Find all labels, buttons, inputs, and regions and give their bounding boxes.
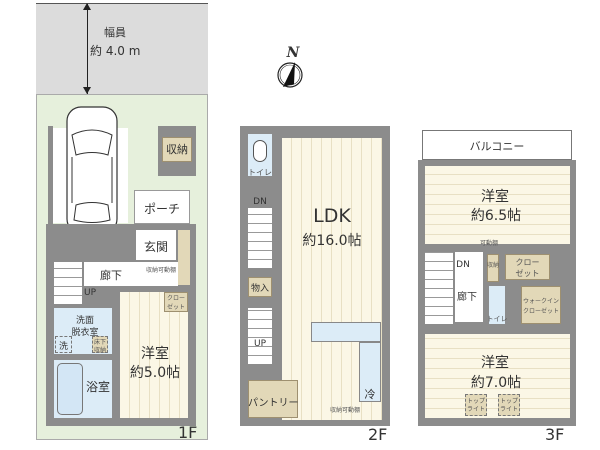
western-room-1f-size: 約5.0帖: [129, 365, 181, 381]
toplight-2-label: トップライト: [499, 398, 518, 413]
floor-label-1f: 1F: [178, 423, 198, 442]
road-width-arrow: [87, 4, 88, 94]
wic-label-1: ウォークイン: [522, 298, 559, 305]
toilet-3f-label: トイレ: [486, 315, 508, 323]
road-area: [36, 3, 208, 95]
adjustable-shelf-3f-label: 可動棚: [479, 240, 498, 247]
storage-3f: [487, 254, 499, 282]
fence-left: [48, 126, 53, 276]
stairs-2f-dn: [248, 208, 272, 268]
western-room-1f: [120, 292, 188, 418]
floor-label-2f: 2F: [368, 425, 388, 444]
stairs-2f-up-label: UP: [253, 339, 266, 349]
storage-3f-label: 収納: [487, 262, 500, 269]
wic-label-2: クローゼット: [522, 308, 559, 315]
western-room-1f-label: 洋室: [141, 346, 169, 362]
balcony: [422, 130, 572, 160]
fridge-label: 冷: [364, 388, 376, 401]
western-room-3f-a-label: 洋室: [481, 189, 509, 205]
closet-1f: [164, 292, 188, 312]
stairs-3f-dn-label: DN: [456, 260, 470, 270]
hallway-3f-label: 廊下: [457, 292, 477, 303]
closet-1f-label-1: クロー: [166, 295, 185, 302]
entrance-label: 玄関: [143, 240, 168, 254]
washer-space: [55, 336, 72, 353]
stairs-1f: [54, 262, 82, 304]
kitchen-counter: [311, 322, 381, 342]
walk-in-closet: [521, 286, 561, 324]
floor-label-3f: 3F: [545, 425, 565, 444]
toilet-icon: [253, 140, 267, 162]
washer-label: 洗: [58, 342, 68, 352]
western-room-3f-b-size: 約7.0帖: [470, 375, 522, 391]
porch-label: ポーチ: [143, 202, 180, 216]
toilet-3f: [489, 286, 505, 324]
washroom-label-1: 洗面: [75, 316, 94, 326]
western-room-3f-a: [425, 166, 570, 244]
kitchen-side: [359, 342, 381, 402]
arrow-down-head: [83, 87, 91, 94]
washroom-label-2: 脱衣室: [71, 328, 99, 338]
underfloor-storage: [92, 336, 108, 353]
stairs-2f-up: [248, 308, 272, 364]
closet-3f-label-1: クロー: [515, 258, 540, 267]
storage-2f: [248, 277, 272, 297]
hallway-3f: [455, 252, 483, 322]
closet-1f-label-2: ゼット: [166, 304, 185, 311]
pantry: [248, 380, 298, 418]
stairs-3f: [425, 252, 453, 324]
western-room-3f-a-size: 約6.5帖: [470, 208, 522, 224]
ldk-label: LDK: [313, 205, 351, 227]
toilet-2f-label: トイレ: [248, 168, 272, 177]
underfloor-label-1: 床下: [93, 339, 106, 346]
closet-3f-label-2: ゼット: [515, 269, 540, 278]
car-icon: [62, 105, 122, 235]
western-room-3f-b: [425, 334, 570, 418]
adjustable-shelf-1f-label: 収納可動棚: [146, 267, 177, 274]
pantry-label: パントリー: [248, 398, 299, 409]
bathroom-label: 浴室: [85, 380, 110, 394]
entrance: [136, 230, 176, 260]
toplight-1: [465, 394, 487, 416]
storage-2f-label: 物入: [250, 284, 269, 294]
ldk-size: 約16.0帖: [302, 233, 362, 249]
closet-3f: [505, 254, 550, 280]
toplight-1-label: トップライト: [466, 398, 485, 413]
storage-1f-label: 収納: [166, 143, 188, 156]
road-width-label: 幅員: [104, 26, 126, 39]
hallway-1f: [84, 262, 178, 286]
adjustable-shelf-2f-label: 収納可動棚: [330, 407, 361, 414]
north-compass-icon: [275, 60, 305, 90]
stairs-1f-label: UP: [83, 288, 96, 298]
balcony-label: バルコニー: [469, 140, 525, 153]
western-room-3f-b-label: 洋室: [481, 355, 509, 371]
bathtub: [57, 363, 83, 415]
hallway-1f-label: 廊下: [100, 269, 122, 282]
underfloor-label-2: 収納: [93, 347, 106, 354]
stairs-2f-dn-label: DN: [253, 197, 267, 207]
porch: [134, 190, 190, 224]
toplight-2: [498, 394, 520, 416]
north-label: N: [286, 45, 300, 61]
arrow-up-head: [83, 3, 91, 10]
road-width-value: 約 4.0 m: [90, 44, 141, 58]
shoe-shelf: [178, 230, 190, 285]
storage-1f: [162, 137, 192, 162]
